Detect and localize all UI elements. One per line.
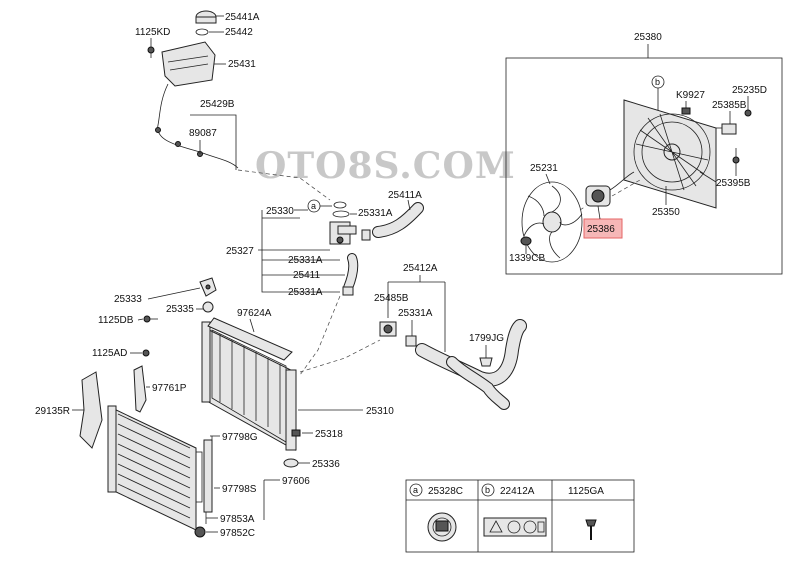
hose-clamp-lower bbox=[342, 286, 354, 296]
cap-seal-25442 bbox=[195, 28, 209, 36]
callout-1125AD: 1125AD bbox=[92, 348, 127, 359]
callout-K9927: K9927 bbox=[676, 90, 705, 101]
legend-code-25328C: 25328C bbox=[428, 486, 463, 497]
callout-25235D: 25235D bbox=[732, 85, 767, 96]
callout-1339CB: 1339CB bbox=[509, 253, 545, 264]
receiver-drier-97798S bbox=[195, 439, 213, 513]
callout-25231: 25231 bbox=[530, 163, 558, 174]
callout-25385B: 25385B bbox=[712, 100, 747, 111]
callout-1125DB: 1125DB bbox=[98, 315, 134, 326]
hose-fitting-25485B bbox=[379, 321, 397, 337]
callout-25485B: 25485B bbox=[374, 293, 409, 304]
marker-b-label: b bbox=[655, 77, 660, 87]
callout-25335: 25335 bbox=[166, 304, 194, 315]
screw-25235D bbox=[744, 109, 752, 117]
callout-25411: 25411 bbox=[293, 270, 321, 281]
highlight-25386 bbox=[583, 218, 623, 239]
clip-K9927 bbox=[681, 107, 691, 115]
hose-25411 bbox=[343, 253, 359, 293]
callout-25380: 25380 bbox=[634, 32, 662, 43]
callout-97624A: 97624A bbox=[237, 308, 272, 319]
legend-code-22412A: 22412A bbox=[500, 486, 535, 497]
lower-hose-25412A bbox=[415, 319, 527, 410]
callout-97798S: 97798S bbox=[222, 484, 257, 495]
callout-25331A-right: 25331A bbox=[398, 308, 433, 319]
warning-label-icon bbox=[483, 517, 547, 537]
fan-motor-25386 bbox=[585, 171, 635, 207]
reservoir-hose-25429B bbox=[155, 83, 239, 169]
upper-hose-25411A bbox=[372, 202, 424, 238]
grommet-25335 bbox=[202, 301, 214, 313]
callout-25318: 25318 bbox=[315, 429, 343, 440]
insulator-25336 bbox=[283, 458, 299, 468]
callout-97606: 97606 bbox=[282, 476, 310, 487]
callout-25310: 25310 bbox=[366, 406, 394, 417]
callout-1125KD: 1125KD bbox=[135, 27, 170, 38]
bracket-25333 bbox=[199, 277, 217, 297]
callout-25331A-mid: 25331A bbox=[288, 255, 323, 266]
callout-25429B: 25429B bbox=[200, 99, 235, 110]
resistor-25385B bbox=[716, 123, 737, 135]
bolt-1125GA-icon bbox=[585, 519, 597, 540]
bolt-1125DB bbox=[143, 315, 158, 323]
callout-25412A: 25412A bbox=[403, 263, 438, 274]
fan-assembly-box bbox=[505, 57, 783, 275]
callout-25386: 25386 bbox=[587, 224, 615, 235]
thermostat-housing-25327 bbox=[329, 221, 357, 245]
callout-25333: 25333 bbox=[114, 294, 142, 305]
o-ring-a bbox=[333, 201, 347, 209]
reservoir-cap-icon bbox=[427, 512, 457, 542]
callout-25411A: 25411A bbox=[388, 190, 422, 201]
cap-97852C bbox=[194, 526, 206, 538]
callout-25331A-low: 25331A bbox=[288, 287, 323, 298]
clip-1799JG bbox=[479, 357, 493, 367]
callout-25442: 25442 bbox=[225, 27, 253, 38]
marker-a-label: a bbox=[311, 201, 316, 211]
nut-1339CB bbox=[520, 236, 532, 246]
callout-25327: 25327 bbox=[226, 246, 254, 257]
shroud-25350 bbox=[623, 99, 717, 209]
callout-25331A-top: 25331A bbox=[358, 208, 393, 219]
callout-97853A: 97853A bbox=[220, 514, 255, 525]
screw-1125KD bbox=[147, 46, 155, 58]
callout-25395B: 25395B bbox=[716, 178, 751, 189]
bolt-25395B bbox=[732, 156, 740, 164]
callout-97852C: 97852C bbox=[220, 528, 255, 539]
bracket-97761P bbox=[133, 365, 147, 413]
bolt-1125AD bbox=[142, 349, 150, 357]
callout-29135R: 29135R bbox=[35, 406, 70, 417]
condenser-97606 bbox=[107, 405, 197, 531]
legend-code-1125GA: 1125GA bbox=[568, 486, 604, 497]
hose-clamp-25331A bbox=[361, 229, 371, 241]
watermark-text: OTO8S.COM bbox=[255, 145, 516, 187]
radiator-25310 bbox=[201, 321, 297, 451]
drain-plug-25318 bbox=[291, 429, 301, 437]
reservoir-tank-25431 bbox=[161, 41, 216, 87]
legend-marker-b: b bbox=[485, 485, 490, 495]
legend-table: a 25328C b 22412A 1125GA bbox=[405, 479, 635, 553]
callout-89087: 89087 bbox=[189, 128, 217, 139]
reservoir-cap-25441A bbox=[195, 10, 217, 24]
hose-clamp-right bbox=[405, 335, 417, 347]
fan-blade-25231 bbox=[521, 181, 583, 263]
callout-97798G: 97798G bbox=[222, 432, 258, 443]
callout-25350: 25350 bbox=[652, 207, 680, 218]
callout-97761P: 97761P bbox=[152, 383, 187, 394]
callout-25336: 25336 bbox=[312, 459, 340, 470]
legend-marker-a: a bbox=[413, 485, 418, 495]
air-guard-97624A bbox=[207, 317, 293, 361]
callout-25441A: 25441A bbox=[225, 12, 260, 23]
callout-1799JG: 1799JG bbox=[469, 333, 504, 344]
callout-25431: 25431 bbox=[228, 59, 256, 70]
callout-25330: 25330 bbox=[266, 206, 294, 217]
